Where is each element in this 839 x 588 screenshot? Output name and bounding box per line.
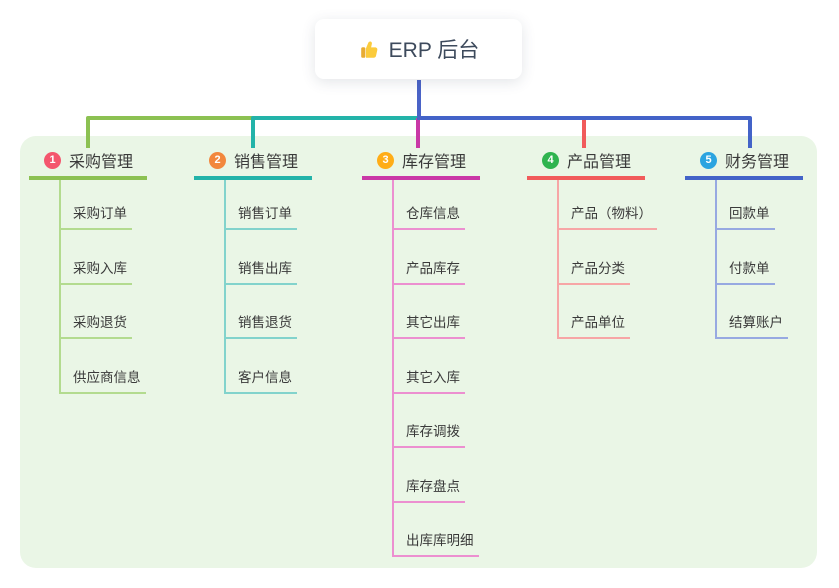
child-node[interactable]: 产品分类 [557, 257, 630, 285]
child-row: 销售订单 [224, 180, 354, 230]
child-node[interactable]: 采购订单 [59, 202, 132, 230]
child-node[interactable]: 销售订单 [224, 202, 297, 230]
child-row: 产品库存 [392, 230, 522, 285]
branch-spine-line [557, 180, 559, 339]
child-node[interactable]: 供应商信息 [59, 366, 146, 394]
child-row: 采购订单 [59, 180, 189, 230]
child-node[interactable]: 库存盘点 [392, 475, 465, 503]
child-node[interactable]: 其它出库 [392, 311, 465, 339]
child-row: 采购入库 [59, 230, 189, 285]
child-node[interactable]: 产品（物料） [557, 202, 657, 230]
child-node[interactable]: 仓库信息 [392, 202, 465, 230]
child-node[interactable]: 付款单 [715, 257, 775, 285]
child-node[interactable]: 出库库明细 [392, 529, 479, 557]
child-row: 产品（物料） [557, 180, 687, 230]
branch-number-badge: 3 [377, 151, 394, 169]
branch-spine-line [59, 180, 61, 394]
child-node[interactable]: 客户信息 [224, 366, 297, 394]
child-node[interactable]: 采购入库 [59, 257, 132, 285]
branch-number-badge: 5 [700, 151, 717, 169]
child-node[interactable]: 其它入库 [392, 366, 465, 394]
branch-title-label: 库存管理 [402, 154, 467, 171]
child-node[interactable]: 销售出库 [224, 257, 297, 285]
child-row: 结算账户 [715, 285, 839, 339]
child-node[interactable]: 销售退货 [224, 311, 297, 339]
branch-number-badge: 4 [542, 151, 559, 169]
branch-title-label: 采购管理 [69, 154, 134, 171]
branch-spine-line [715, 180, 717, 339]
branch-title-label: 财务管理 [725, 154, 790, 171]
child-row: 供应商信息 [59, 339, 189, 394]
branch-spine-line [224, 180, 226, 394]
branch-title-5[interactable]: 5 财务管理 [685, 144, 803, 180]
child-row: 其它入库 [392, 339, 522, 394]
branch-title-2[interactable]: 2 销售管理 [194, 144, 312, 180]
child-row: 出库库明细 [392, 503, 522, 557]
root-label: ERP 后台 [388, 39, 480, 62]
root-node[interactable]: ERP 后台 [315, 19, 522, 79]
child-row: 销售退货 [224, 285, 354, 339]
branch-spine-line [392, 180, 394, 557]
branch-number-badge: 2 [209, 151, 226, 169]
branch-number-badge: 1 [44, 151, 61, 169]
branch-title-label: 销售管理 [234, 154, 299, 171]
child-row: 库存调拨 [392, 394, 522, 448]
branch-title-label: 产品管理 [567, 154, 632, 171]
child-row: 采购退货 [59, 285, 189, 339]
child-row: 销售出库 [224, 230, 354, 285]
child-row: 回款单 [715, 180, 839, 230]
branch-3: 3 库存管理 仓库信息产品库存其它出库其它入库库存调拨库存盘点出库库明细 [362, 144, 522, 557]
child-row: 产品分类 [557, 230, 687, 285]
branch-5: 5 财务管理 回款单付款单结算账户 [685, 144, 839, 339]
child-row: 客户信息 [224, 339, 354, 394]
child-node[interactable]: 库存调拨 [392, 420, 465, 448]
child-node[interactable]: 结算账户 [715, 311, 788, 339]
branch-title-3[interactable]: 3 库存管理 [362, 144, 480, 180]
child-node[interactable]: 采购退货 [59, 311, 132, 339]
thumbs-up-icon [358, 38, 380, 60]
child-node[interactable]: 产品库存 [392, 257, 465, 285]
branches-panel [20, 136, 817, 568]
branch-2: 2 销售管理 销售订单销售出库销售退货客户信息 [194, 144, 354, 394]
child-row: 产品单位 [557, 285, 687, 339]
child-node[interactable]: 回款单 [715, 202, 775, 230]
branch-4: 4 产品管理 产品（物料） 产品分类产品单位 [527, 144, 687, 339]
branch-title-1[interactable]: 1 采购管理 [29, 144, 147, 180]
child-row: 库存盘点 [392, 448, 522, 503]
child-row: 其它出库 [392, 285, 522, 339]
child-node[interactable]: 产品单位 [557, 311, 630, 339]
branch-1: 1 采购管理 采购订单采购入库采购退货供应商信息 [29, 144, 189, 394]
branch-title-4[interactable]: 4 产品管理 [527, 144, 645, 180]
child-row: 仓库信息 [392, 180, 522, 230]
child-row: 付款单 [715, 230, 839, 285]
